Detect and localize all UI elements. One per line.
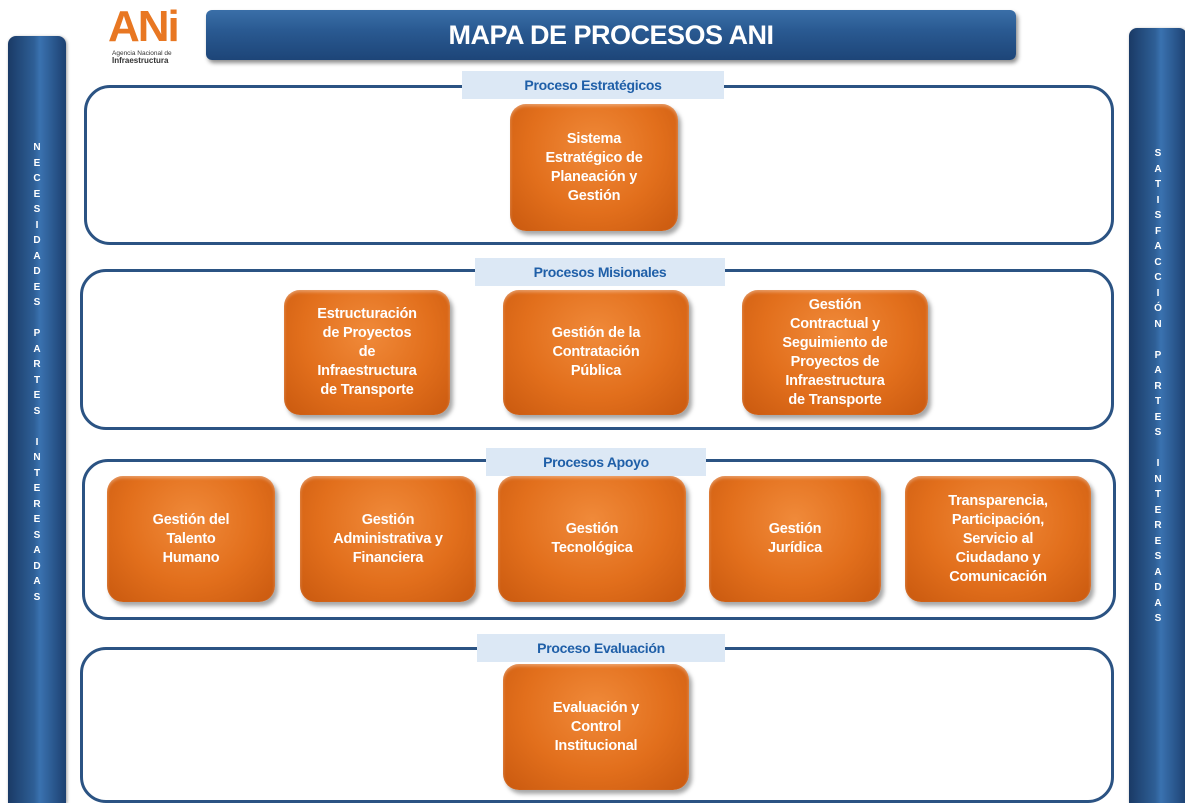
process-gestion-administrativa: Gestión Administrativa y Financiera — [300, 476, 476, 602]
process-gestion-contratacion-publica: Gestión de la Contratación Pública — [503, 290, 689, 415]
label-estrategicos: Proceso Estratégicos — [462, 71, 724, 99]
ani-logo-subtitle: Agencia Nacional de Infraestructura — [112, 50, 184, 65]
process-sistema-estrategico: Sistema Estratégico de Planeación y Gest… — [510, 104, 678, 231]
process-transparencia-participacion: Transparencia, Participación, Servicio a… — [905, 476, 1091, 602]
process-gestion-juridica: Gestión Jurídica — [709, 476, 881, 602]
necesidades-partes-interesadas-label: N E C E S I D A D E S P A R T E S I N T … — [33, 142, 41, 603]
process-gestion-tecnologica: Gestión Tecnológica — [498, 476, 686, 602]
ani-logo-mark: ANi — [108, 2, 180, 51]
label-apoyo: Procesos Apoyo — [486, 448, 706, 476]
label-misionales: Procesos Misionales — [475, 258, 725, 286]
process-estructuracion-proyectos: Estructuración de Proyectos de Infraestr… — [284, 290, 450, 415]
page-title: MAPA DE PROCESOS ANI — [448, 19, 774, 50]
left-side-bar: N E C E S I D A D E S P A R T E S I N T … — [8, 36, 66, 803]
process-gestion-contractual: Gestión Contractual y Seguimiento de Pro… — [742, 290, 928, 415]
logo-subtitle-line2: Infraestructura — [112, 56, 169, 65]
title-bar: MAPA DE PROCESOS ANI — [206, 10, 1016, 60]
label-evaluacion: Proceso Evaluación — [477, 634, 725, 662]
right-side-bar: S A T I S F A C C I Ó N P A R T E S I N … — [1129, 28, 1185, 803]
ani-logo: ANi Agencia Nacional de Infraestructura — [108, 2, 180, 68]
process-evaluacion-control: Evaluación y Control Institucional — [503, 664, 689, 790]
logo-subtitle-line1: Agencia Nacional de — [112, 50, 172, 57]
process-gestion-talento-humano: Gestión del Talento Humano — [107, 476, 275, 602]
satisfaccion-partes-interesadas-label: S A T I S F A C C I Ó N P A R T E S I N … — [1154, 148, 1162, 624]
